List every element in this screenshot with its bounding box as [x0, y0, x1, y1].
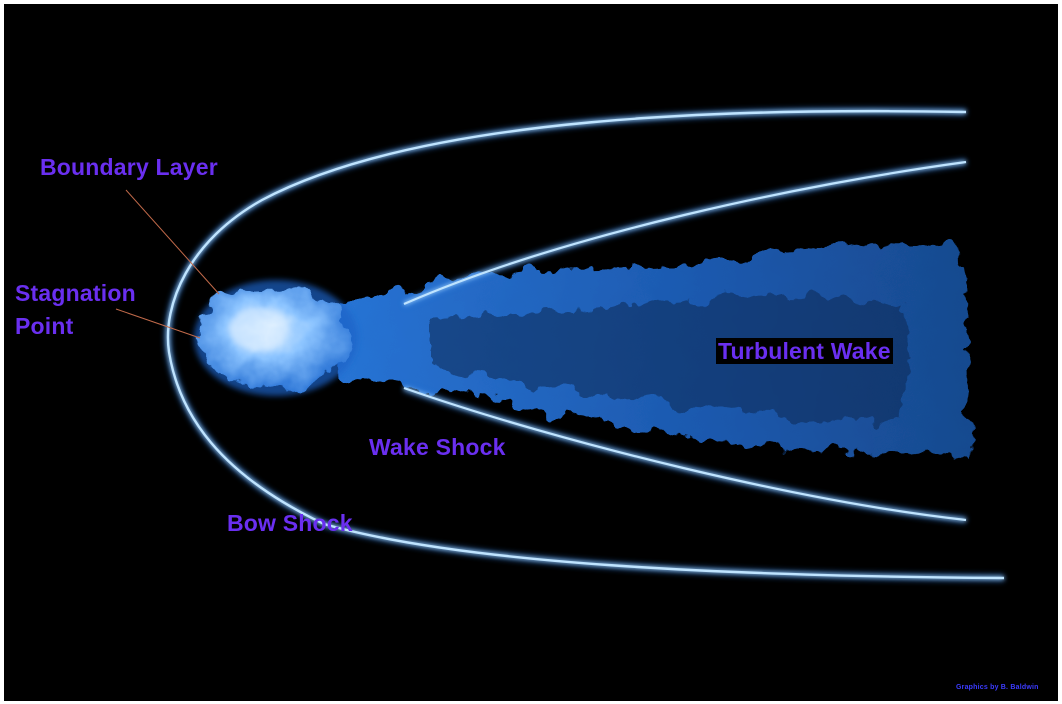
turbulent-wake-label: Turbulent Wake — [716, 338, 893, 364]
flow-field-illustration — [4, 4, 1058, 701]
stagnation-point-label-line2: Point — [15, 313, 74, 339]
stagnation-point-leader — [116, 309, 200, 338]
stagnation-point-label-line1: Stagnation — [15, 280, 136, 306]
graphics-credit: Graphics by B. Baldwin — [956, 684, 1039, 692]
bow-shock-label: Bow Shock — [227, 510, 353, 536]
wake-shock-label: Wake Shock — [369, 434, 506, 460]
diagram-canvas: Boundary Layer Stagnation Point Turbulen… — [4, 4, 1058, 701]
reentry-body — [194, 280, 358, 396]
boundary-layer-label: Boundary Layer — [40, 154, 218, 180]
